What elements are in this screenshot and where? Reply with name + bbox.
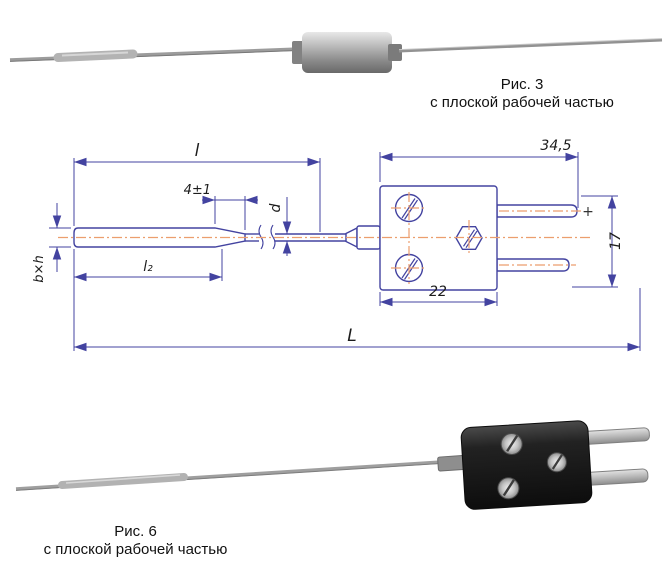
screw-slot: [401, 198, 416, 219]
centerlines: [58, 192, 592, 284]
figure6-photo: [15, 420, 650, 510]
fig6-screw-slot: [551, 454, 563, 470]
dim-label-17: 17: [608, 232, 624, 250]
technical-drawing: l 34,5 4±1 d: [32, 138, 641, 352]
fig3-cable-highlight: [398, 38, 663, 51]
dim-label-d: d: [268, 203, 284, 212]
fig3-flat-tip-highlight: [61, 51, 129, 57]
dim-label-l: l: [195, 141, 200, 161]
probe-outline: [73, 224, 381, 250]
dim-label-22: 22: [429, 284, 447, 300]
fig6-connector-body: [460, 420, 593, 510]
fig3-cable: [398, 38, 663, 53]
fig3-probe-rod-shade: [9, 49, 301, 62]
dim-17: 17: [572, 195, 624, 288]
fig3-neck: [388, 44, 402, 61]
figure6-subtitle: с плоской рабочей частью: [43, 541, 228, 558]
dim-label-l2: l₂: [143, 259, 153, 275]
figure3-caption: Рис. 3 с плоской рабочей частью: [392, 76, 652, 112]
fig6-prong-top: [582, 427, 650, 445]
fig3-handle-cylinder: [302, 32, 392, 73]
dim-L: L: [74, 288, 641, 352]
figure6-caption: Рис. 6 с плоской рабочей частью: [23, 523, 248, 559]
polarity-plus-label: +: [582, 204, 594, 220]
dimensions: l 34,5 4±1 d: [32, 138, 641, 352]
dim-label-4pm1: 4±1: [184, 183, 211, 198]
fig6-prong-bottom: [585, 468, 649, 486]
dim-34-5: 34,5: [379, 138, 579, 208]
fig6-flat-tip: [58, 473, 188, 489]
prong-bottom: [496, 258, 570, 272]
fig6-screw-slot: [506, 434, 519, 452]
figure3-photo: [9, 32, 663, 73]
fig3-probe-rod: [9, 47, 301, 62]
screw-slot: [465, 230, 478, 249]
screw-slot: [404, 259, 418, 280]
dim-label-L: L: [347, 326, 356, 346]
dim-l2: l₂: [73, 249, 223, 351]
figure3-title: Рис. 3: [500, 76, 544, 93]
dim-label-34-5: 34,5: [540, 138, 571, 154]
figure6-title: Рис. 6: [114, 523, 157, 540]
fig6-flat-tip-highlight: [65, 474, 181, 484]
break-line-right: [270, 224, 276, 250]
dim-d: d: [268, 197, 292, 256]
screw-slot: [404, 199, 418, 220]
dim-bxh: b×h: [32, 203, 71, 283]
fig6-screw-slot: [502, 479, 515, 497]
dim-22: 22: [379, 284, 498, 307]
figure3-subtitle: с плоской рабочей частью: [430, 94, 614, 111]
dim-label-bxh: b×h: [32, 255, 47, 282]
fig6-connector: [460, 420, 650, 510]
probe-body: [73, 227, 246, 248]
fig3-flat-tip: [53, 49, 138, 62]
dim-4pm1: 4±1: [184, 183, 258, 230]
dim-l: l: [73, 141, 321, 232]
